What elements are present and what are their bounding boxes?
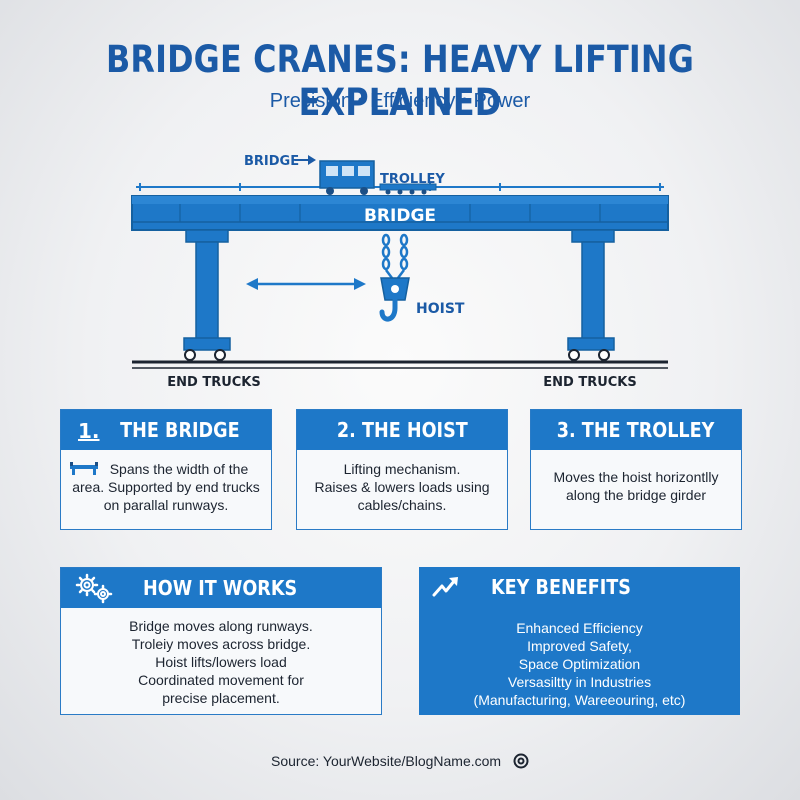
girder-top-flange [132,196,668,204]
key-benefits-line-4: Versasiltty in Industries [507,674,652,690]
trolley-rail [379,183,437,191]
double-arrow-icon [246,278,366,290]
how-it-works-line-5: precise placement. [162,690,280,706]
card-bridge-body: Spans the width of the area. Supported b… [61,450,271,524]
card-bridge-header: 1. THE BRIDGE [61,410,271,450]
card-trolley: 3. THE TROLLEY Moves the hoist horizontl… [530,409,742,530]
card-trolley-header: 3. THE TROLLEY [531,410,741,450]
card-trolley-line-2: along the bridge girder [565,487,707,503]
key-benefits-panel: KEY BENEFITS Enhanced Efficiency Improve… [419,567,740,715]
hoist-chain [381,233,409,279]
how-it-works-header: HOW IT WORKS [61,568,381,608]
card-bridge-title: THE BRIDGE [120,418,240,442]
how-it-works-title: HOW IT WORKS [143,576,298,600]
card-bridge-line-3: on parallal runways. [103,497,229,513]
source-line: Source: YourWebsite/BlogName.com [0,753,800,769]
card-trolley-title: 3. THE TROLLEY [557,418,715,442]
crane-diagram: BRIDGE BRIDGE TROLLEY END TRUCKS END TRU… [131,154,669,390]
end-trucks-left-label: END TRUCKS [167,375,261,390]
girder-ribs [179,204,601,222]
card-hoist-header: 2. THE HOIST [297,410,507,450]
trolley-label: TROLLEY [380,172,445,187]
how-it-works-line-3: Hoist lifts/lowers load [155,654,287,670]
how-it-works-panel: HOW IT WORKS Bridge moves along runways.… [60,567,382,715]
key-benefits-header: KEY BENEFITS [419,567,740,607]
key-benefits-title: KEY BENEFITS [491,575,631,599]
trend-arrow-icon [432,577,458,597]
how-it-works-line-4: Coordinated movement for [138,672,304,688]
card-bridge-line-2: area. Supported by end trucks [72,479,260,495]
card-bridge-number: 1. [78,419,100,443]
bridge-girder-label: BRIDGE [364,206,436,226]
trolley-cab [319,160,375,195]
card-hoist-title: 2. THE HOIST [336,418,468,442]
card-hoist-line-3: cables/chains. [357,497,447,513]
end-truck-wheels [184,349,610,361]
bridge-top-label: BRIDGE [244,154,299,169]
card-bridge: 1. THE BRIDGE Spans the width of the are… [60,409,272,530]
hook-icon [379,277,410,322]
how-it-works-line-2: Troleiy moves across bridge. [131,636,311,652]
card-bridge-line-1: Spans the width of the [109,461,249,477]
key-benefits-line-2: Improved Safety, [527,638,632,654]
beam-icon [70,462,98,475]
source-text: Source: YourWebsite/BlogName.com [271,753,502,769]
hoist-label: HOIST [416,301,465,317]
key-benefits-line-3: Space Optimization [518,656,641,672]
left-leg [183,229,231,351]
card-hoist-line-2: Raises & lowers loads using [314,479,490,495]
right-leg [567,229,615,351]
card-hoist: 2. THE HOIST Lifting mechanism. Raises &… [296,409,508,530]
link-icon[interactable] [513,753,529,769]
card-trolley-body: Moves the hoist horizontlly along the br… [531,450,741,514]
key-benefits-line-5: (Manufacturing, Wareeouring, etc) [473,692,686,708]
how-it-works-body: Bridge moves along runways. Troleiy move… [61,608,381,717]
card-trolley-line-1: Moves the hoist horizontlly [553,469,719,485]
key-benefits-line-1: Enhanced Efficiency [516,620,643,636]
page-title: BRIDGE CRANES: HEAVY LIFTING EXPLAINED [105,38,695,124]
page-subtitle: Precision • Efficiency • Power [269,90,531,112]
gears-icon [75,573,113,604]
key-benefits-body: Enhanced Efficiency Improved Safety, Spa… [419,607,740,709]
card-hoist-body: Lifting mechanism. Raises & lowers loads… [297,450,507,524]
end-trucks-right-label: END TRUCKS [543,375,637,390]
card-hoist-line-1: Lifting mechanism. [343,461,461,477]
how-it-works-line-1: Bridge moves along runways. [129,618,313,634]
